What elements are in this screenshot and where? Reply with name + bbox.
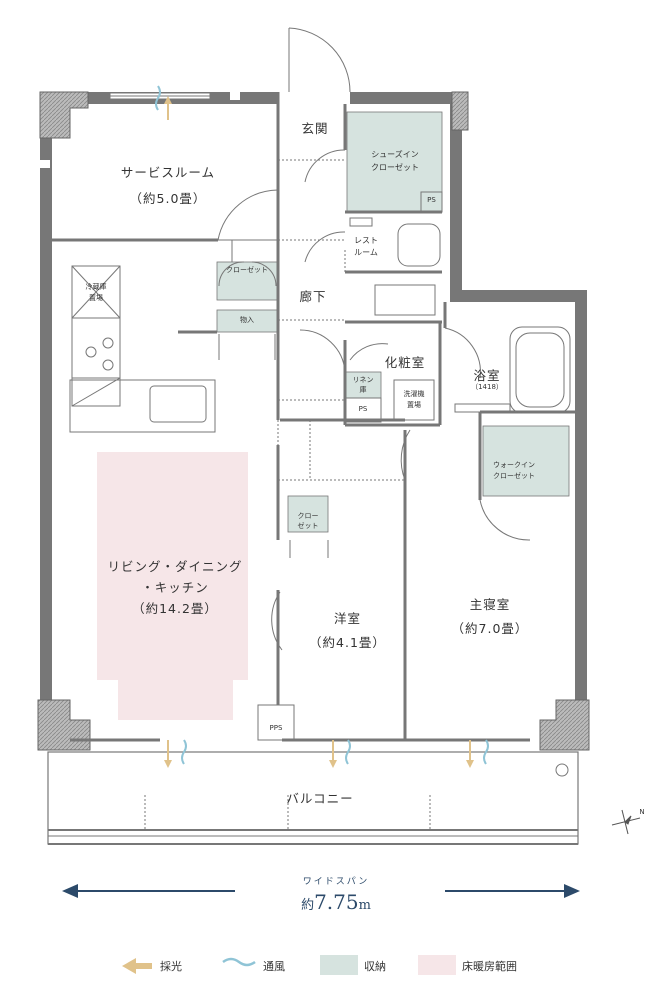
floor-heating-area — [97, 452, 248, 720]
light-arrow-icons — [164, 96, 474, 768]
washer-line1: 洗濯機 — [403, 390, 425, 398]
entrance-label: 玄関 — [301, 121, 329, 136]
closet-2-line2: ゼット — [297, 522, 319, 530]
storage-label: 物入 — [240, 316, 254, 324]
shoes-closet-line2: クローゼット — [371, 163, 419, 172]
linen-line1: リネン — [352, 376, 374, 384]
master-bedroom-area: （約7.0畳） — [451, 621, 529, 636]
pillars — [37, 91, 590, 751]
legend-floor-heating: 床暖房範囲 — [462, 960, 517, 973]
ldk-line1: リビング・ダイニング — [107, 559, 243, 574]
western-room-name: 洋室 — [333, 611, 361, 626]
span-prefix: 約 — [301, 898, 315, 913]
service-room-area: （約5.0畳） — [129, 191, 207, 206]
restroom-line1: レスト — [354, 236, 378, 245]
legend-storage: 収納 — [364, 960, 386, 973]
span-value: 約7.75m — [0, 890, 672, 914]
door-swings — [217, 27, 531, 651]
bath-size: （1418） — [471, 383, 503, 391]
corridor-label: 廊下 — [299, 289, 327, 304]
light-arrow-icon — [122, 958, 152, 974]
legend-wind: 通風 — [263, 960, 285, 973]
fridge-line1: 冷蔵庫 — [85, 283, 107, 291]
legend-icons — [122, 955, 456, 975]
span-number: 7.75 — [314, 890, 359, 914]
compass-north-label: N — [639, 808, 645, 816]
powder-room-label: 化粧室 — [384, 355, 426, 370]
washer-line2: 置場 — [407, 401, 421, 409]
span-unit: m — [358, 898, 371, 913]
ldk-area: （約14.2畳） — [132, 601, 218, 616]
closet-1-label: クローゼット — [226, 266, 268, 274]
span-arrows — [62, 884, 580, 898]
restroom-line2: ルーム — [354, 248, 378, 257]
shoes-closet-line1: シューズイン — [371, 150, 419, 159]
legend-light: 採光 — [160, 960, 182, 973]
bath-name: 浴室 — [473, 368, 501, 383]
storage-swatch-icon — [320, 955, 358, 975]
wind-wave-icon — [222, 957, 256, 967]
interior-walls — [52, 92, 575, 742]
compass-icon — [611, 809, 641, 835]
fixtures — [69, 159, 571, 741]
balcony — [47, 751, 579, 845]
service-room-name: サービスルーム — [120, 165, 216, 180]
walkin-closet-line1: ウォークイン — [493, 461, 535, 469]
ldk-line2: ・キッチン — [141, 580, 209, 595]
master-bedroom-name: 主寝室 — [469, 597, 511, 612]
wind-wave-icons — [155, 85, 489, 765]
fridge-line2: 置場 — [89, 294, 103, 302]
span-label: ワイドスパン — [302, 877, 370, 887]
floor-heating-swatch-icon — [418, 955, 456, 975]
western-room-area: （約4.1畳） — [309, 635, 386, 650]
ps-mid-label: PS — [358, 405, 368, 413]
balcony-label: バルコニー — [286, 791, 354, 806]
walkin-closet-line2: クローゼット — [493, 472, 535, 480]
closet-2-line1: クロー — [297, 512, 319, 520]
pps-label: PPS — [269, 724, 283, 732]
linen-line2: 庫 — [359, 386, 367, 394]
ps-top-label: PS — [427, 196, 436, 204]
